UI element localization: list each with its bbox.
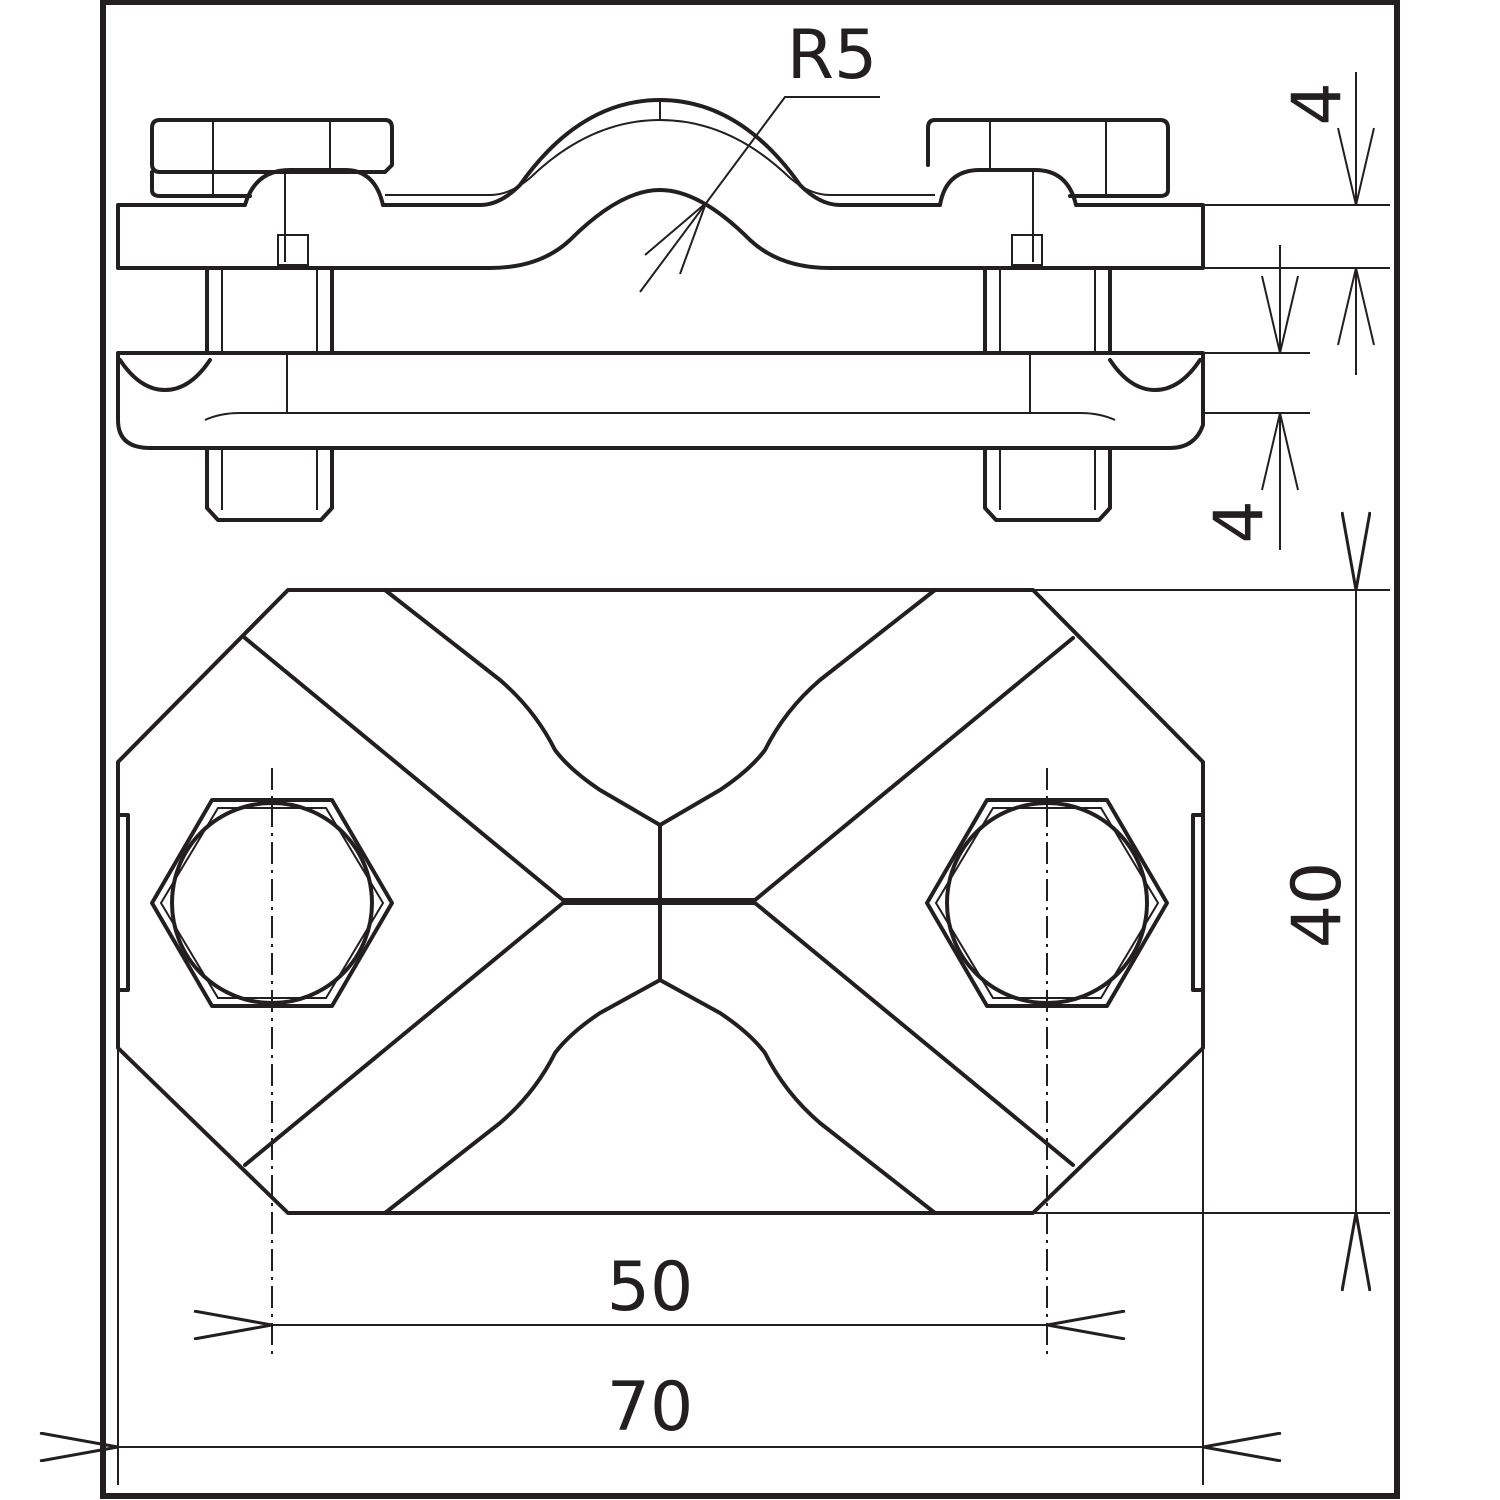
top-thickness-dimension xyxy=(1205,72,1390,375)
top-view: 40 50 70 xyxy=(118,590,1390,1485)
drawing-frame xyxy=(100,0,1400,1499)
bolt-spacing-label: 50 xyxy=(607,1248,694,1327)
side-view: R5 4 4 xyxy=(116,16,1390,550)
height-label: 40 xyxy=(1278,862,1357,949)
top-plate xyxy=(116,98,1205,270)
bottom-thickness-label: 4 xyxy=(1200,500,1279,543)
overall-width-label: 70 xyxy=(607,1368,694,1447)
x-grooves xyxy=(243,588,1075,1215)
radius-leader xyxy=(639,96,880,293)
right-bolt-head xyxy=(925,798,1169,1008)
bottom-plate xyxy=(116,351,1205,450)
bottom-thickness-dimension xyxy=(1205,245,1310,550)
bolt-shanks xyxy=(205,266,1112,355)
right-nut xyxy=(926,118,1170,198)
bolt-threads xyxy=(205,446,1112,522)
top-thickness-label: 4 xyxy=(1278,82,1357,125)
left-nut xyxy=(150,118,394,198)
plate-outline xyxy=(116,588,1205,1215)
left-bolt-head xyxy=(150,798,394,1008)
radius-label: R5 xyxy=(787,16,878,95)
overall-width-dimension xyxy=(118,1050,1203,1485)
height-dimension xyxy=(1035,590,1390,1213)
